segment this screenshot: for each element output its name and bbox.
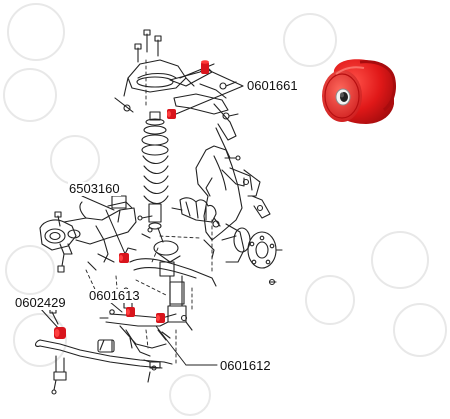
upper-control-arms — [169, 63, 239, 159]
subframe-mount — [39, 195, 153, 273]
cv-boot — [171, 197, 217, 223]
dashed-guides — [85, 59, 213, 367]
part-number-0601661: 0601661 — [246, 78, 299, 93]
anti-roll-bar — [34, 307, 173, 395]
bushing-sway-bar — [54, 327, 66, 339]
part-number-0602429: 0602429 — [14, 295, 67, 310]
part-number-6503160: 6503160 — [68, 181, 121, 196]
top-strut-mount — [114, 29, 195, 113]
bushing-upper-rear — [167, 109, 176, 119]
part-number-0601613: 0601613 — [88, 288, 141, 303]
bushing-lower-arm-a — [126, 307, 135, 317]
leader-lines — [39, 69, 244, 366]
suspension-linework — [34, 29, 283, 395]
wheel-hub — [195, 145, 283, 286]
lower-control-arms — [99, 247, 217, 363]
bushing-lower-arm-b — [156, 313, 165, 323]
strut-assembly — [141, 111, 187, 323]
bushing-product-image — [322, 59, 396, 124]
bushing-upper-front — [201, 60, 209, 74]
watermark — [3, 3, 447, 416]
red-bushings — [54, 60, 209, 339]
part-number-0601612: 0601612 — [219, 358, 272, 373]
bushing-subframe — [119, 253, 129, 263]
